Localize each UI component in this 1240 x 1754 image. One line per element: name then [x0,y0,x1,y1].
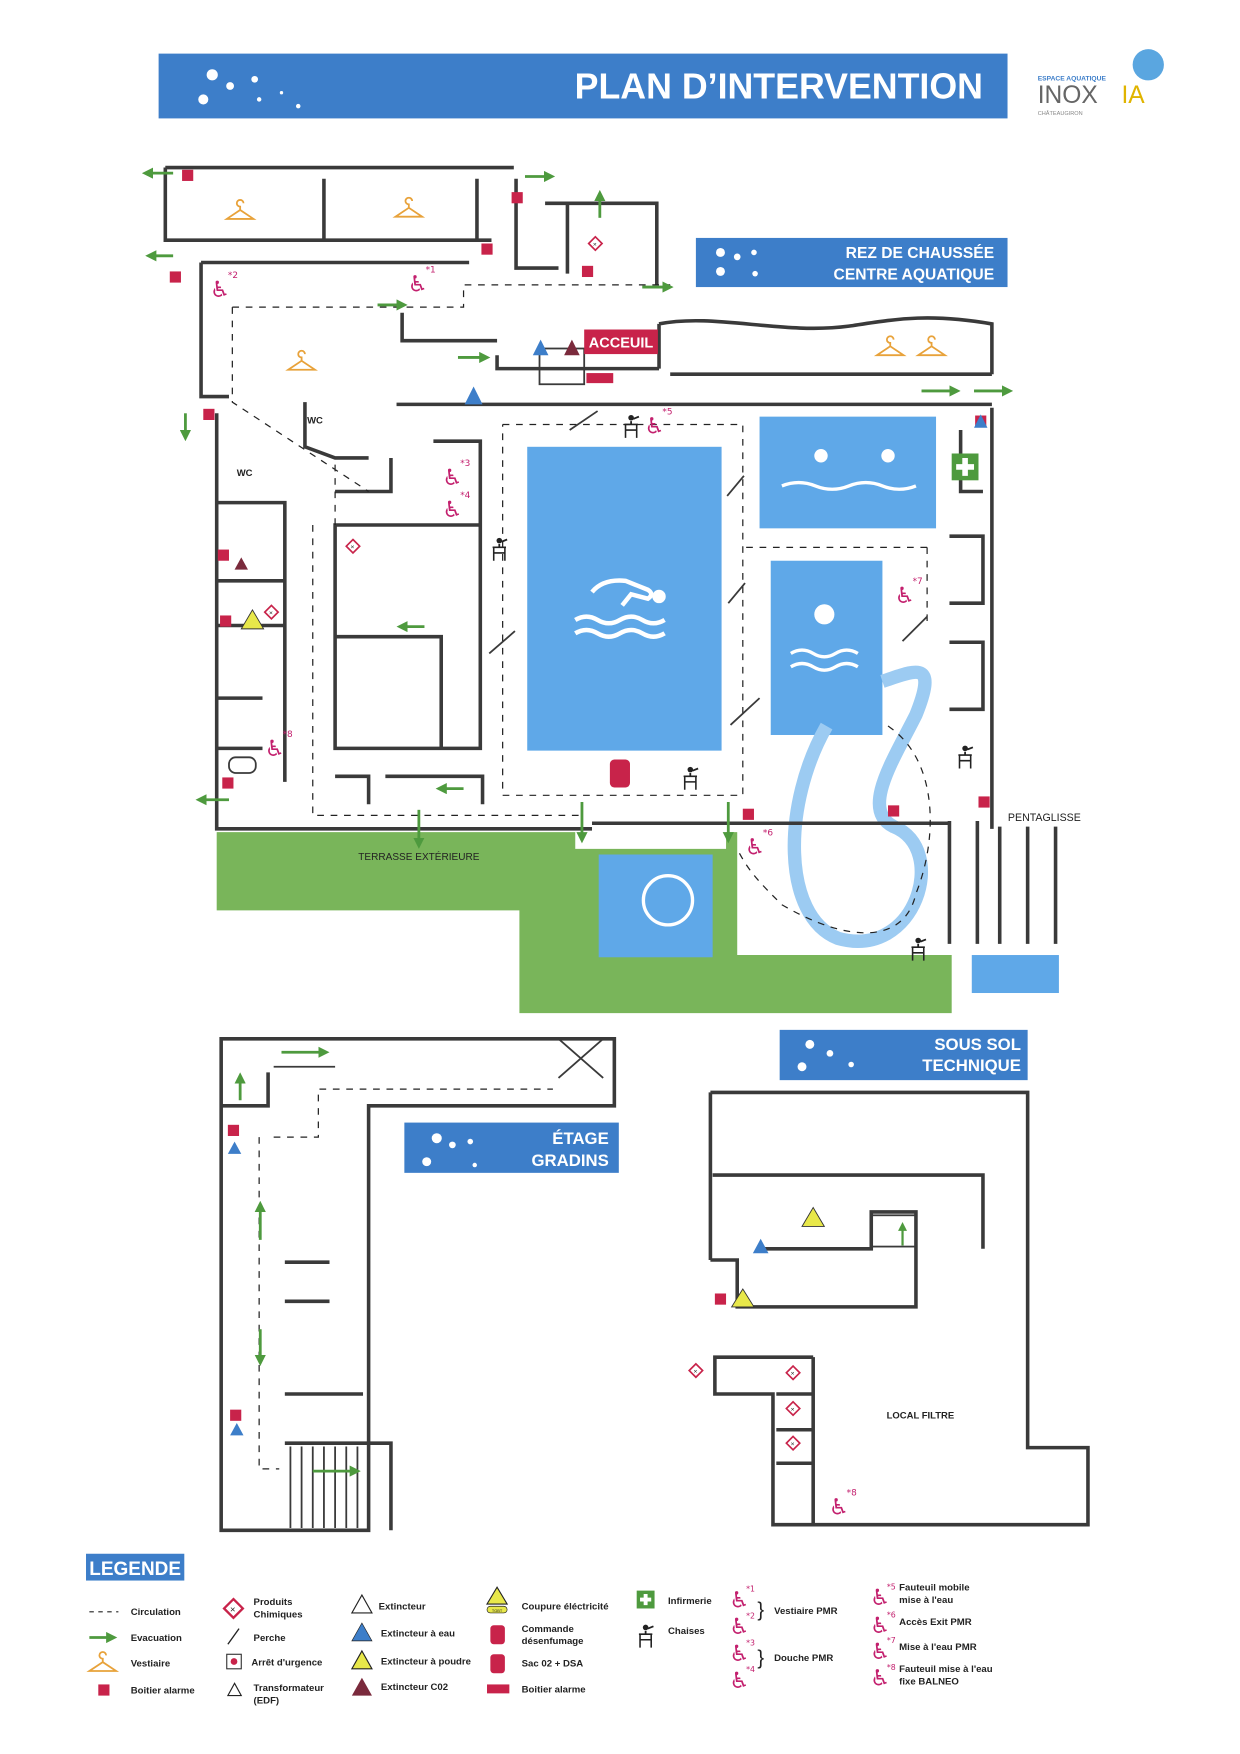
svg-text:*5: *5 [662,407,672,417]
section-label-etage: ÉTAGE GRADINS [404,1122,619,1173]
page-title: PLAN D’INTERVENTION [575,66,983,106]
inoxia-logo: ESPACE AQUATIQUE INOX IA CHÂTEAUGIRON [1038,49,1164,117]
svg-text:Extincteur: Extincteur [379,1602,426,1613]
ground-floor-plan: ACCEUIL WC WC TERRASSE EXTÉRIEURE PENTAG… [141,165,1081,1014]
svg-text:TECHNIQUE: TECHNIQUE [922,1056,1021,1075]
svg-text:Mise à l'eau PMR: Mise à l'eau PMR [899,1642,977,1653]
svg-text:*2: *2 [746,1612,755,1621]
svg-text:Boitier alarme: Boitier alarme [131,1685,195,1696]
main-pool [527,446,722,751]
water-polo-pool [759,416,937,529]
svg-text:GRADINS: GRADINS [532,1151,609,1170]
svg-text:Extincteur à poudre: Extincteur à poudre [381,1656,471,1667]
svg-text:*8: *8 [847,1489,857,1499]
evacuation-arrows [141,167,1014,849]
svg-text:IA: IA [1121,82,1145,109]
svg-text:Accès Exit PMR: Accès Exit PMR [899,1617,972,1628]
header-banner: PLAN D’INTERVENTION [158,53,1008,119]
svg-text:*3: *3 [460,459,470,469]
svg-text:Produits: Produits [254,1597,293,1608]
svg-text:*6: *6 [887,1610,896,1619]
svg-text:*1: *1 [426,266,436,276]
water-slide [787,665,932,948]
svg-text:CENTRE AQUATIQUE: CENTRE AQUATIQUE [834,266,995,283]
upper-floor-plan [219,1037,617,1533]
balneo-pool [770,560,883,735]
svg-text:WC: WC [237,468,253,479]
svg-text:*8: *8 [887,1663,896,1672]
svg-text:Sac 02 + DSA: Sac 02 + DSA [522,1659,584,1670]
bubbles-decoration [198,69,301,109]
svg-text:Infirmerie: Infirmerie [668,1596,712,1607]
svg-text:fixe BALNEO: fixe BALNEO [899,1676,959,1687]
svg-text:REZ DE CHAUSSÉE: REZ DE CHAUSSÉE [846,243,994,262]
svg-text:}: } [757,1599,764,1621]
svg-text:Commande: Commande [522,1624,574,1635]
svg-text:Extincteur C02: Extincteur C02 [381,1682,448,1693]
svg-text:*4: *4 [746,1665,755,1674]
svg-text:*6: *6 [763,829,773,839]
svg-text:mise à l'eau: mise à l'eau [899,1595,953,1606]
svg-text:Fauteuil mise à l'eau: Fauteuil mise à l'eau [899,1664,993,1675]
svg-text:Douche PMR: Douche PMR [774,1653,833,1664]
svg-text:Arrêt d'urgence: Arrêt d'urgence [251,1657,322,1668]
acceuil-label [584,329,658,355]
svg-text:Extincteur à eau: Extincteur à eau [381,1628,455,1639]
basement-plan: LOCAL FILTRE *8 [688,1090,1090,1527]
svg-text:*3: *3 [746,1638,755,1647]
svg-text:*2: *2 [228,271,238,281]
svg-text:(EDF): (EDF) [254,1695,280,1706]
svg-text:Chaises: Chaises [668,1626,705,1637]
pmr-markers: *1 *2 *3 *4 *5 *6 *7 *8 [209,266,923,861]
svg-text:CHÂTEAUGIRON: CHÂTEAUGIRON [1038,110,1083,117]
terrace-area [216,832,952,1014]
svg-text:*7: *7 [913,577,923,587]
svg-text:Coupure éléctricité: Coupure éléctricité [522,1602,609,1613]
svg-text:Vestiaire PMR: Vestiaire PMR [774,1606,838,1617]
svg-text:*5: *5 [887,1582,896,1591]
svg-text:Boitier alarme: Boitier alarme [522,1684,586,1695]
legend: LEGENDE Circulation Evacuation Vestiaire… [86,1553,993,1706]
svg-text:INOX: INOX [1038,82,1098,109]
svg-text:Perche: Perche [254,1633,286,1644]
ball-pool [598,854,713,958]
svg-text:*8: *8 [283,730,293,740]
svg-text:PENTAGLISSE: PENTAGLISSE [1008,812,1081,824]
svg-text:*1: *1 [746,1585,755,1594]
legend-title: LEGENDE [89,1559,181,1580]
svg-text:Circulation: Circulation [131,1607,181,1618]
section-label-rdc: REZ DE CHAUSSÉE CENTRE AQUATIQUE [695,237,1008,288]
svg-text:TGBT: TGBT [492,1608,503,1613]
svg-text:*4: *4 [460,491,470,501]
section-label-sous-sol: SOUS SOL TECHNIQUE [779,1029,1028,1081]
svg-text:ESPACE AQUATIQUE: ESPACE AQUATIQUE [1038,75,1107,82]
svg-text:LOCAL FILTRE: LOCAL FILTRE [887,1411,955,1422]
svg-text:Vestiaire: Vestiaire [131,1659,170,1670]
svg-text:*7: *7 [887,1636,896,1645]
svg-text:Chimiques: Chimiques [254,1609,303,1620]
svg-text:désenfumage: désenfumage [522,1636,584,1647]
svg-text:}: } [757,1647,764,1669]
svg-text:ÉTAGE: ÉTAGE [552,1129,608,1148]
svg-text:ACCEUIL: ACCEUIL [589,335,654,351]
svg-text:WC: WC [307,415,323,426]
svg-text:SOUS SOL: SOUS SOL [934,1035,1021,1054]
svg-text:Fauteuil mobile: Fauteuil mobile [899,1583,969,1594]
svg-text:Evacuation: Evacuation [131,1633,182,1644]
svg-text:Transformateur: Transformateur [254,1683,325,1694]
svg-text:TERRASSE EXTÉRIEURE: TERRASSE EXTÉRIEURE [358,850,479,863]
